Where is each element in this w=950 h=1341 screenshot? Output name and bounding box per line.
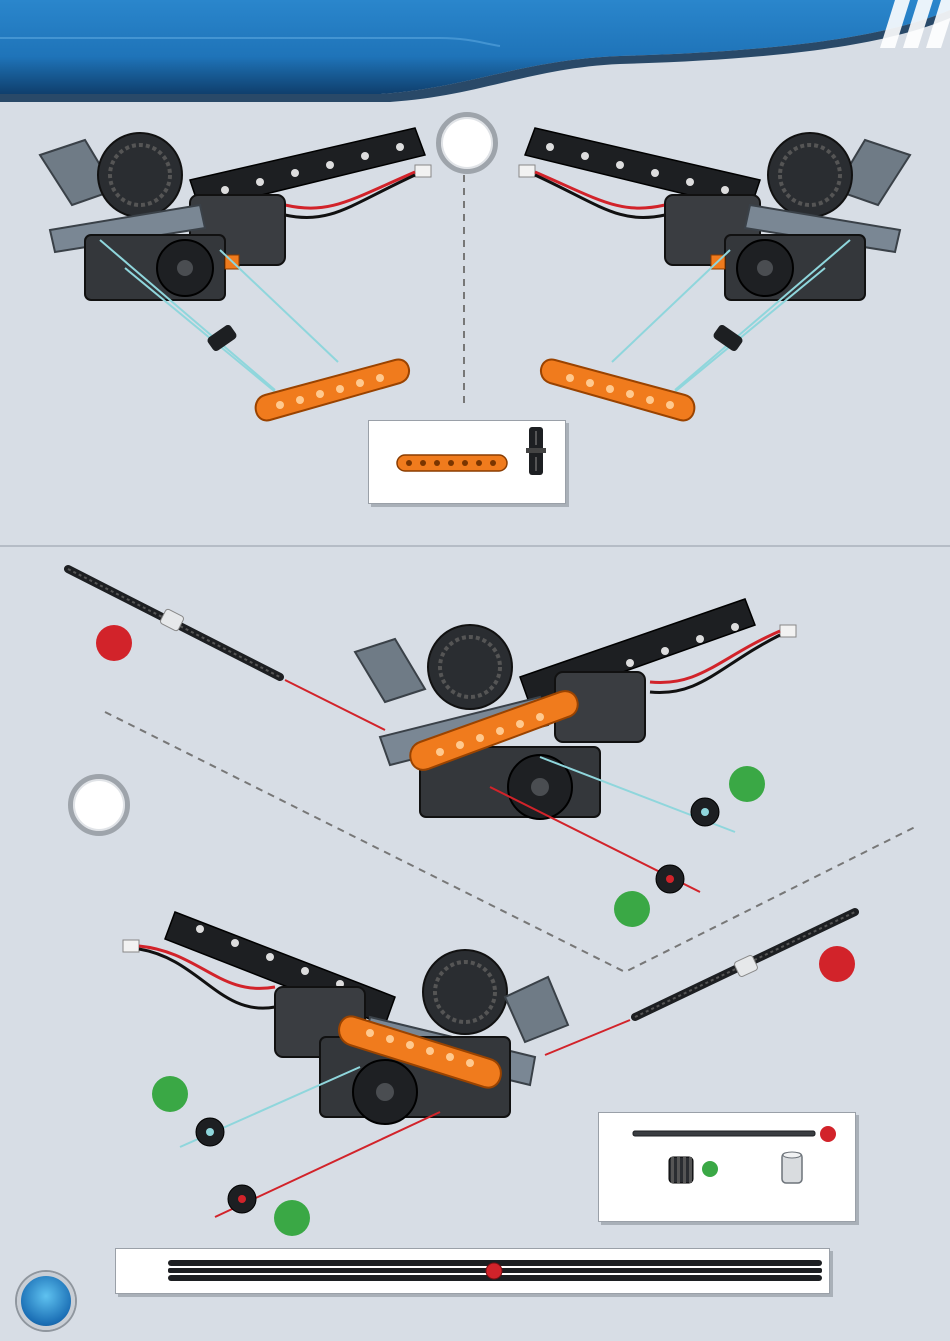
left-gearbox-assembly — [40, 128, 431, 420]
axle-length-ruler — [115, 1248, 830, 1294]
black-axle-icon — [633, 1131, 815, 1136]
orange-7-hole-beam-icon — [256, 360, 409, 421]
small-gear-icon — [228, 1185, 256, 1213]
small-gear-icon — [656, 865, 684, 893]
green-gear-callout — [152, 1076, 188, 1112]
green-gear-callout — [702, 1161, 718, 1177]
parts-list-panel — [598, 1112, 856, 1222]
motor-plug-icon — [415, 165, 431, 177]
orange-7-hole-beam-icon — [397, 455, 507, 471]
small-gear-icon — [669, 1157, 693, 1183]
red-axle-callout — [486, 1263, 502, 1279]
page-number-badge — [17, 1272, 75, 1330]
small-gear-icon — [691, 798, 719, 826]
red-axle-callout — [96, 625, 132, 661]
black-axle-icon — [68, 569, 280, 677]
upper-gearbox-assembly — [68, 569, 796, 893]
red-axle-callout — [820, 1126, 836, 1142]
green-gear-callout — [274, 1200, 310, 1236]
red-axle-callout — [819, 946, 855, 982]
green-gear-callout — [729, 766, 765, 802]
black-connector-pin-icon — [526, 427, 546, 475]
right-gearbox-assembly — [519, 128, 910, 420]
green-gear-callout — [614, 891, 650, 927]
parts-list-panel — [368, 420, 566, 504]
bushing-icon — [782, 1152, 802, 1183]
motor-plug-icon — [123, 940, 139, 952]
motor-plug-icon — [780, 625, 796, 637]
small-gear-icon — [196, 1118, 224, 1146]
